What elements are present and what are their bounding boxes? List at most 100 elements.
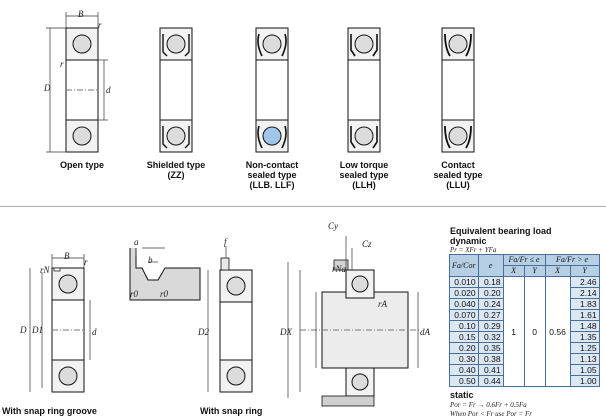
- cell-x1: 1: [502, 276, 525, 387]
- bearing-snap-ring-groove: [29, 254, 91, 393]
- cell-e: 0.20: [477, 287, 504, 299]
- head-y2: Y: [569, 265, 600, 277]
- sym-Cy: Cy: [328, 221, 338, 231]
- static-title: static: [450, 390, 474, 400]
- head-y1: Y: [523, 265, 546, 277]
- equivalent-load-title: Equivalent bearing load: [450, 226, 552, 236]
- cell-e: 0.35: [477, 342, 504, 354]
- cell-y2: 1.25: [569, 342, 600, 354]
- caption-with-snap-ring: With snap ring: [200, 406, 263, 416]
- type-label-open: Open type: [59, 160, 104, 170]
- cell-y2: 1.35: [569, 331, 600, 343]
- sym-ra: rA: [378, 299, 387, 309]
- cell-ratio: 0.10: [449, 320, 479, 332]
- static-note: When Por < Fr use Por = Fr: [450, 410, 532, 418]
- sym-d: d: [106, 85, 111, 95]
- head-x2: X: [544, 265, 571, 277]
- cell-y2: 2.46: [569, 276, 600, 288]
- bearing-non-contact-sealed-type: [255, 27, 289, 153]
- cell-ratio: 0.020: [449, 287, 479, 299]
- cell-y2: 1.00: [569, 375, 600, 387]
- dynamic-formula: Pr = XFr + YFa: [450, 246, 497, 254]
- cell-ratio: 0.040: [449, 298, 479, 310]
- sym-r0-b: r0: [160, 289, 169, 299]
- sym-d-bottom: d: [92, 327, 97, 337]
- cell-ratio: 0.15: [449, 331, 479, 343]
- cell-e: 0.24: [477, 298, 504, 310]
- sym-r-side: r: [60, 59, 64, 69]
- bearing-with-snap-ring: [207, 246, 253, 393]
- sym-B: B: [78, 9, 84, 19]
- sym-b: b: [148, 255, 153, 265]
- sym-da: dA: [420, 327, 430, 337]
- head-x1: X: [502, 265, 525, 277]
- caption-snap-ring-groove: With snap ring groove: [2, 406, 97, 416]
- type-label-shielded: Shielded type (ZZ): [146, 160, 206, 180]
- bearing-shielded-type: [159, 27, 193, 153]
- cell-ratio: 0.30: [449, 353, 479, 365]
- cell-ratio: 0.20: [449, 342, 479, 354]
- type-label-lowtorque: Low torque sealed type (LLH): [339, 160, 389, 190]
- bearing-mounting-section: [287, 236, 420, 407]
- bearing-contact-sealed-type: [441, 27, 475, 153]
- cell-ratio: 0.40: [449, 364, 479, 376]
- sym-a: a: [134, 237, 139, 247]
- bearing-low-torque-sealed-type: [347, 27, 381, 153]
- bearing-open-type: [46, 12, 108, 153]
- sym-Cz: Cz: [362, 239, 372, 249]
- head-le-e: Fa/Fr ≤ e: [502, 254, 546, 266]
- cell-e: 0.44: [477, 375, 504, 387]
- sym-B-bottom: B: [64, 251, 70, 261]
- snap-ring-groove-detail: [129, 247, 201, 301]
- static-formula: Por = Fr → 0.6Fr + 0.5Fa: [450, 401, 527, 409]
- section-divider: [0, 206, 606, 207]
- sym-D-bottom: D: [20, 325, 27, 335]
- type-label-contact: Contact sealed type (LLU): [433, 160, 483, 190]
- cell-x2: 0.56: [544, 276, 571, 387]
- head-gt-e: Fa/Fr > e: [544, 254, 600, 266]
- cell-y2: 1.13: [569, 353, 600, 365]
- sym-D2: D2: [198, 327, 209, 337]
- sym-f: f: [224, 237, 227, 247]
- cell-y2: 1.83: [569, 298, 600, 310]
- cell-e: 0.29: [477, 320, 504, 332]
- cell-y2: 1.48: [569, 320, 600, 332]
- sym-r-bottom: r: [84, 257, 88, 267]
- cell-e: 0.41: [477, 364, 504, 376]
- equivalent-load-table: Fa/Cor e Fa/Fr ≤ e Fa/Fr > e X Y X Y 0.0…: [449, 254, 600, 387]
- dynamic-subtitle: dynamic: [450, 236, 487, 246]
- head-e: e: [477, 254, 504, 277]
- head-fa-cor: Fa/Cor: [449, 254, 479, 277]
- cell-e: 0.18: [477, 276, 504, 288]
- cell-y2: 1.05: [569, 364, 600, 376]
- sym-rNa: rNa: [332, 264, 347, 274]
- sym-r-top: r: [98, 20, 102, 30]
- type-label-noncontact: Non-contact sealed type (LLB. LLF): [245, 160, 299, 190]
- cell-ratio: 0.010: [449, 276, 479, 288]
- cell-y2: 2.14: [569, 287, 600, 299]
- sym-D1: D1: [32, 325, 43, 335]
- sym-r0-a: r0: [130, 289, 139, 299]
- cell-e: 0.32: [477, 331, 504, 343]
- sym-D: D: [44, 83, 51, 93]
- cell-e: 0.27: [477, 309, 504, 321]
- cell-e: 0.38: [477, 353, 504, 365]
- cell-y1: 0: [523, 276, 546, 387]
- cell-ratio: 0.070: [449, 309, 479, 321]
- sym-DX: DX: [280, 327, 292, 337]
- sym-rN: rN: [40, 265, 50, 275]
- cell-ratio: 0.50: [449, 375, 479, 387]
- cell-y2: 1.61: [569, 309, 600, 321]
